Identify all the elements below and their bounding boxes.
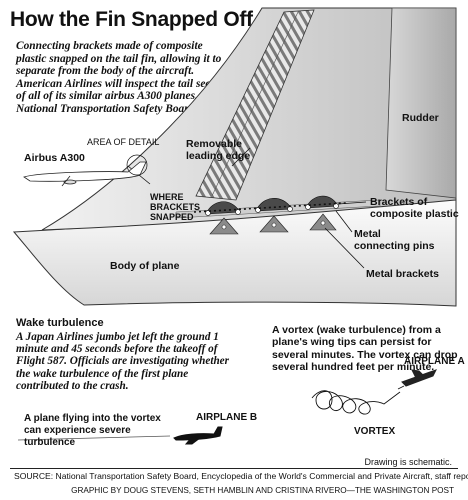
- metal-pins-label-2: connecting pins: [354, 240, 435, 252]
- metal-pins-label-1: Metal: [354, 228, 381, 240]
- intro-text: Connecting brackets made of composite pl…: [16, 40, 229, 115]
- where-label-3: SNAPPED: [150, 212, 194, 222]
- rudder-label: Rudder: [402, 112, 439, 124]
- credit-line: GRAPHIC BY DOUG STEVENS, SETH HAMBLIN AN…: [71, 486, 454, 495]
- airbus-label: Airbus A300: [24, 152, 85, 164]
- brackets-composite-label-1: Brackets of: [370, 196, 428, 208]
- vortex-label: VORTEX: [354, 426, 396, 437]
- airplane-b-label: AIRPLANE B: [196, 412, 258, 423]
- source-line: SOURCE: National Transportation Safety B…: [14, 471, 468, 481]
- snap-line: [193, 202, 347, 213]
- where-label-2: BRACKETS: [150, 202, 201, 212]
- schematic-note: Drawing is schematic.: [364, 457, 452, 467]
- body-of-plane-label: Body of plane: [110, 260, 180, 272]
- removable-edge-label-1: Removable: [186, 138, 243, 150]
- airbus-inset-icon: [23, 154, 148, 187]
- flying-into-vortex-text: A plane flying into the vortex can exper…: [24, 413, 161, 448]
- graphic-title: How the Fin Snapped Off: [10, 8, 253, 31]
- vortex-text: A vortex (wake turbulence) from a plane'…: [272, 324, 458, 374]
- airplane-b-icon: [173, 426, 223, 445]
- footer-rule: [10, 468, 458, 469]
- brackets-composite-label-2: composite plastic: [370, 208, 459, 220]
- airplane-a-icon: [401, 369, 437, 387]
- airplane-a-label: AIRPLANE A: [404, 356, 465, 367]
- wake-section-title: Wake turbulence: [16, 317, 104, 329]
- vortex-spiral: [311, 390, 401, 415]
- removable-leading-edge: [195, 9, 315, 201]
- wake-text: A Japan Airlines jumbo jet left the grou…: [16, 331, 229, 392]
- area-of-detail-label: AREA OF DETAIL: [87, 137, 160, 147]
- where-label-1: WHERE: [150, 192, 184, 202]
- rudder-surface: [385, 7, 457, 199]
- removable-edge-label-2: leading edge: [186, 150, 251, 162]
- metal-brackets-label: Metal brackets: [366, 268, 439, 280]
